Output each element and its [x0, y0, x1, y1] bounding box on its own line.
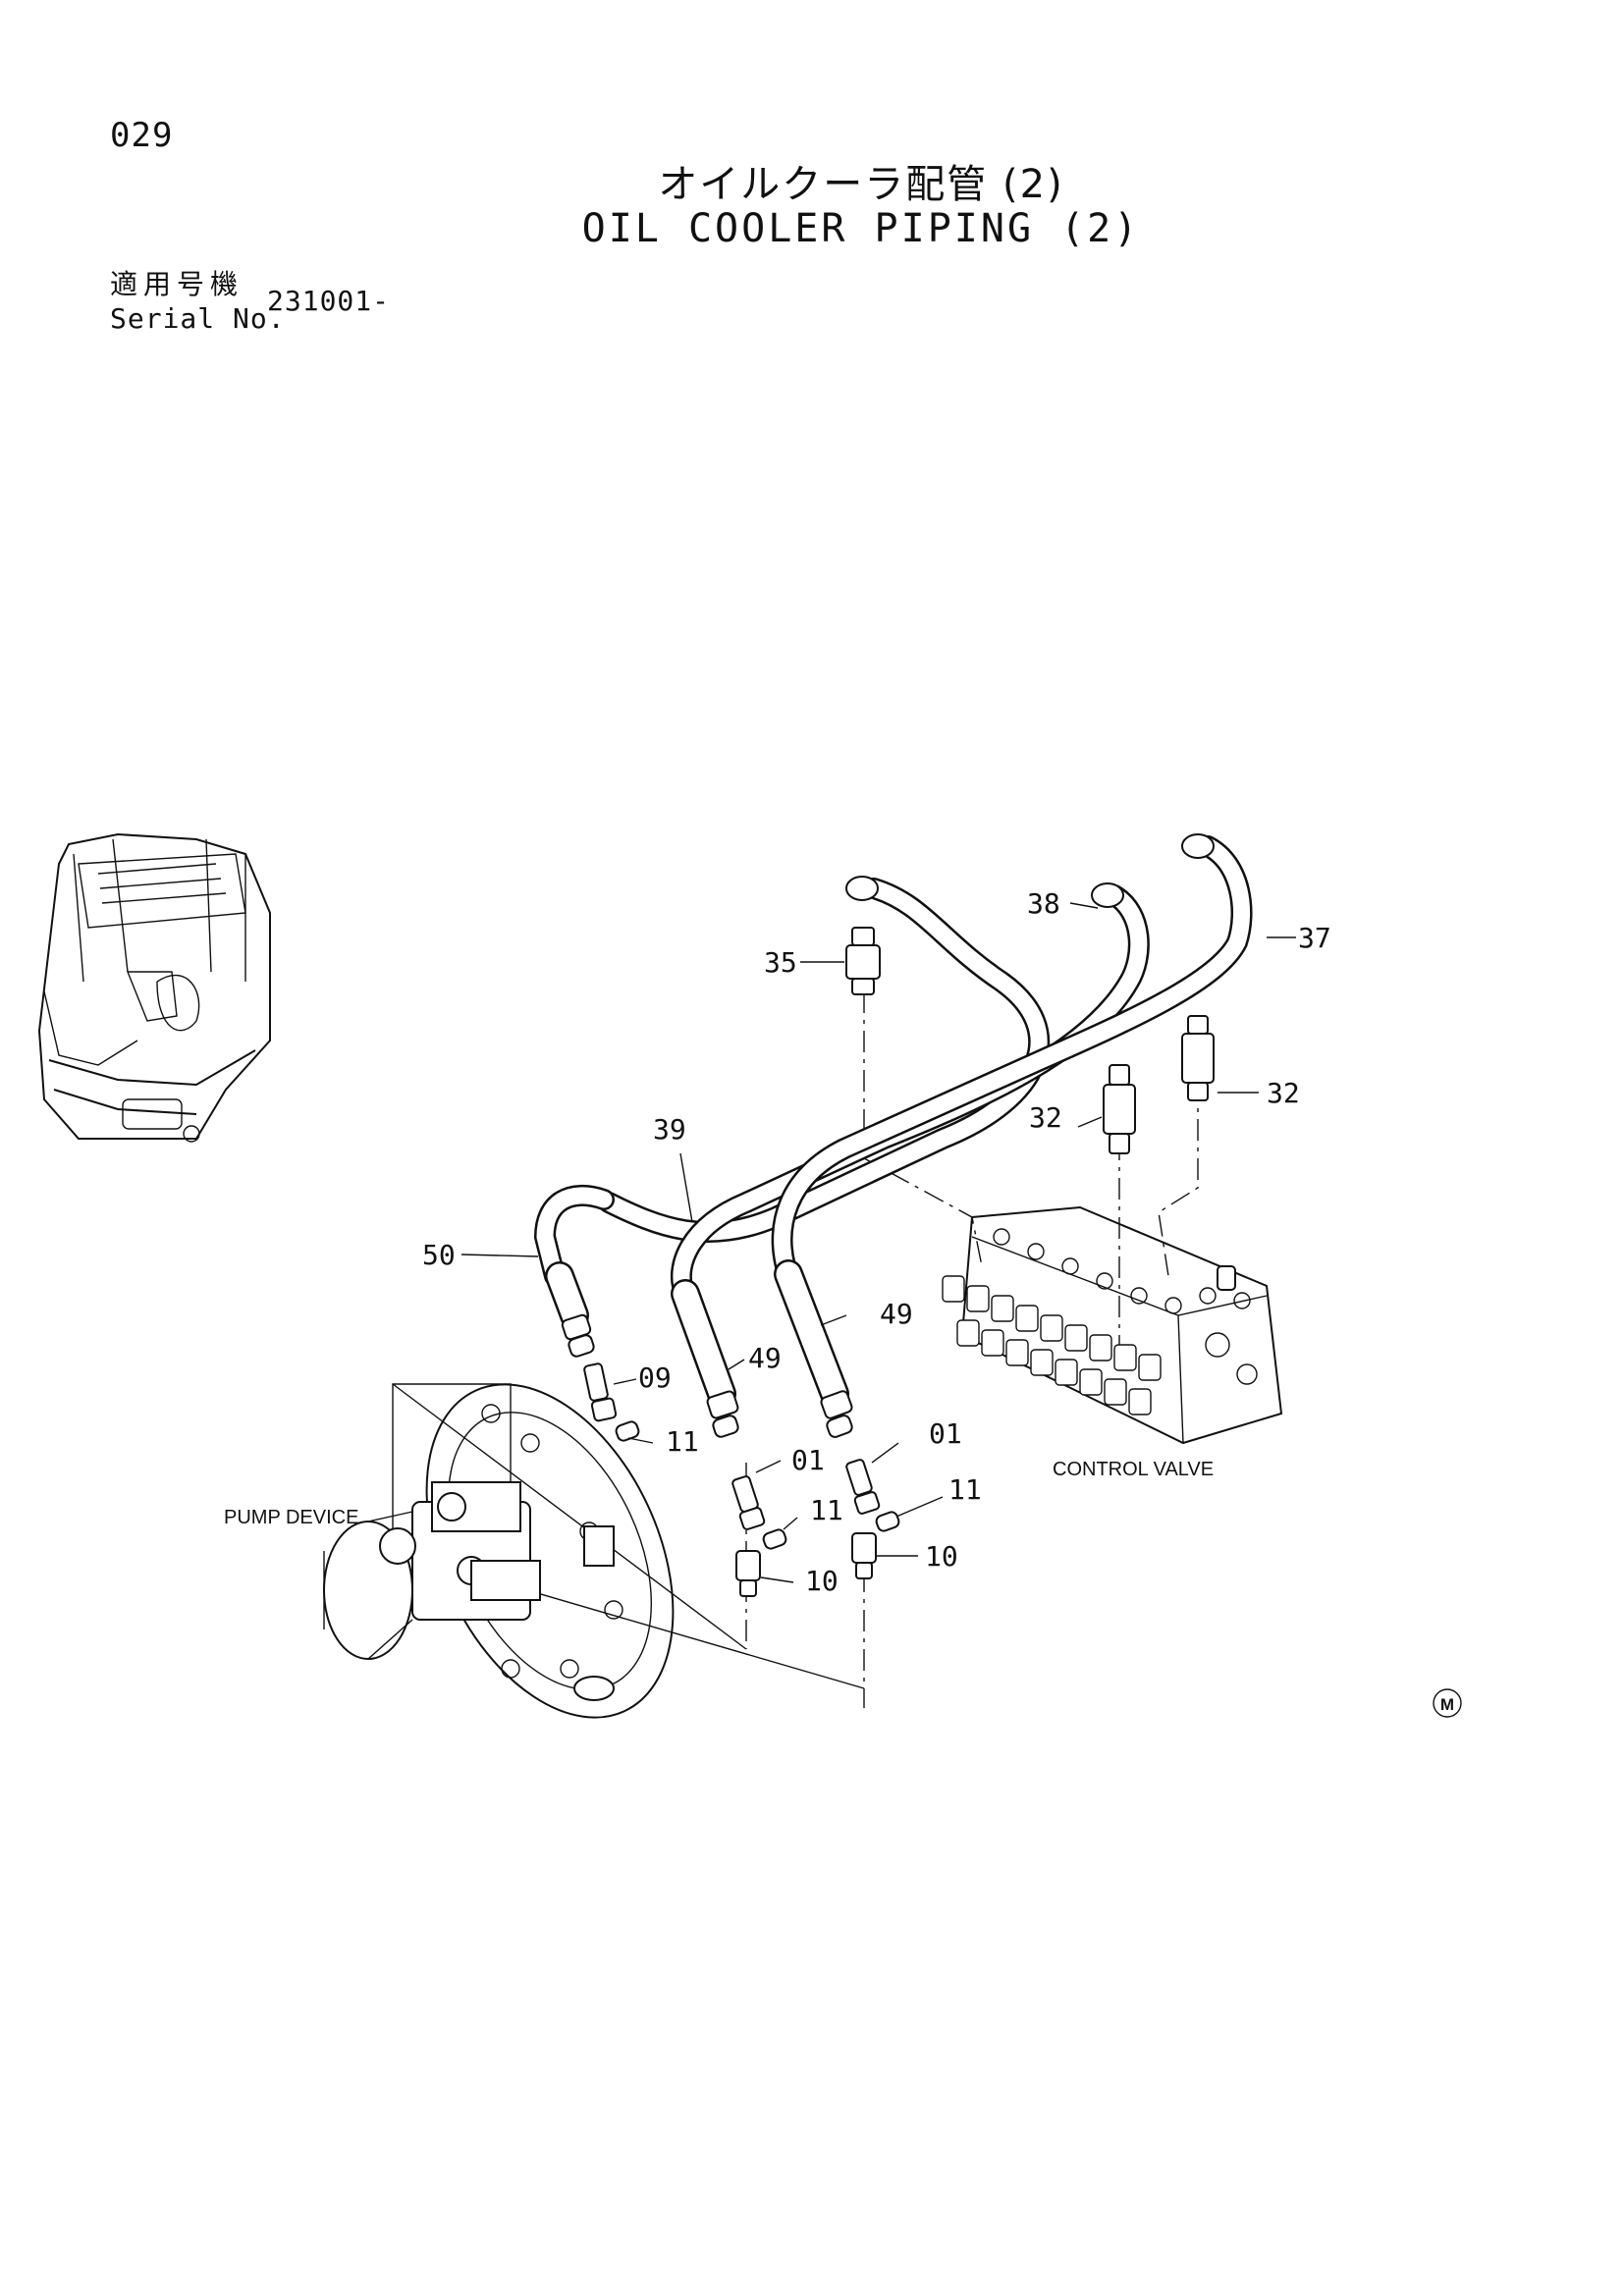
fitting-10-right	[851, 1532, 877, 1579]
page-number: 029	[110, 116, 174, 155]
control-valve-icon	[942, 1205, 1283, 1445]
serial-label-japanese: 適用号機	[110, 268, 244, 300]
control-valve-label: CONTROL VALVE	[1053, 1459, 1214, 1480]
serial-number-value: 231001-	[267, 285, 391, 317]
fitting-32-left	[1103, 1064, 1136, 1154]
page-title-english: OIL COOLER PIPING (2)	[581, 206, 1141, 251]
pipe-elbows	[845, 833, 1215, 908]
serial-label-english: Serial No.	[110, 302, 286, 335]
callout-10-left: 10	[805, 1565, 839, 1597]
hose-49-right	[774, 1259, 853, 1438]
callout-11-left: 11	[810, 1494, 843, 1526]
pump-device-icon	[323, 1383, 865, 1719]
callout-38: 38	[1027, 887, 1060, 920]
fitting-01-right	[845, 1459, 881, 1515]
fitting-11-upper	[615, 1420, 640, 1442]
fitting-10-left	[735, 1550, 761, 1597]
fitting-01-left	[731, 1475, 766, 1530]
circled-m-mark: M	[1433, 1688, 1462, 1718]
callout-39: 39	[653, 1113, 686, 1146]
fitting-35	[845, 927, 881, 995]
fitting-32-right	[1181, 1015, 1215, 1101]
callout-35: 35	[764, 946, 797, 979]
page-title-japanese: オイルクーラ配管 (2)	[658, 162, 1064, 207]
pipe-37	[771, 835, 1253, 1277]
callout-09: 09	[638, 1362, 672, 1394]
excavator-thumbnail-icon	[37, 832, 271, 1143]
callout-11-upper: 11	[666, 1425, 699, 1458]
callout-32-right: 32	[1267, 1077, 1300, 1109]
fitting-11-left	[762, 1528, 787, 1550]
callout-01-right: 01	[929, 1417, 962, 1450]
callout-49-left: 49	[748, 1342, 782, 1374]
pump-device-label: PUMP DEVICE	[224, 1507, 358, 1528]
callout-49-right: 49	[880, 1298, 913, 1330]
hose-49-left	[671, 1279, 739, 1438]
callout-11-right: 11	[948, 1473, 982, 1506]
callout-50: 50	[422, 1239, 456, 1271]
fitting-11-right	[875, 1511, 900, 1532]
callout-37: 37	[1298, 922, 1331, 954]
pipe-39	[598, 878, 1051, 1244]
hose-50	[534, 1185, 615, 1358]
callout-32-left: 32	[1029, 1101, 1062, 1134]
callout-01-left: 01	[791, 1444, 825, 1476]
fitting-09	[583, 1362, 618, 1422]
callout-leaders	[460, 902, 1296, 1583]
callout-10-right: 10	[925, 1540, 958, 1573]
circled-m-text: M	[1440, 1695, 1454, 1714]
